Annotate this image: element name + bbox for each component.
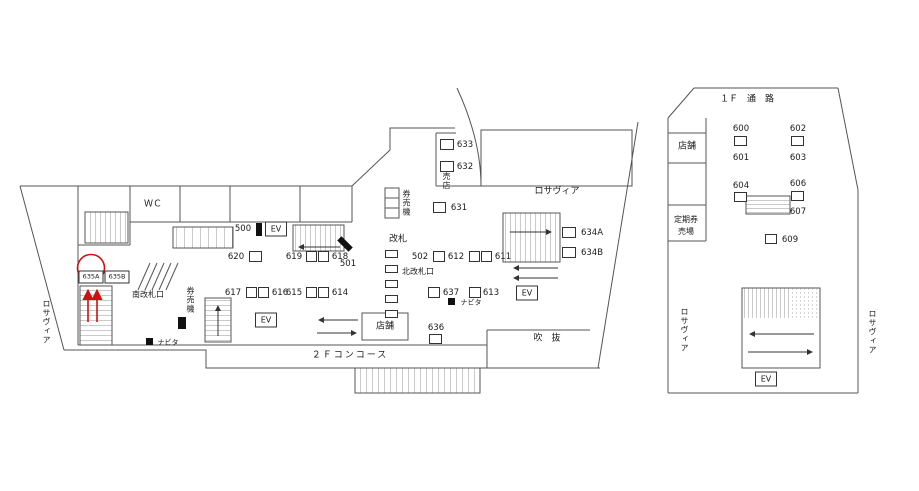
num-618: 618 bbox=[331, 251, 349, 262]
ticket-machines-north-label: 券売機 bbox=[402, 189, 411, 217]
wc-label: ＷＣ bbox=[143, 199, 163, 210]
num-634A: 634A bbox=[580, 227, 604, 238]
ad-box-637 bbox=[428, 287, 440, 298]
ad-box-631 bbox=[433, 202, 446, 213]
num-602: 602 bbox=[789, 123, 807, 134]
ad-box-609 bbox=[765, 234, 777, 244]
num-632: 632 bbox=[456, 161, 474, 172]
num-637: 637 bbox=[442, 287, 460, 298]
ad-box-604 bbox=[734, 192, 747, 202]
navita-south-marker bbox=[146, 338, 153, 345]
num-620: 620 bbox=[227, 251, 245, 262]
navita-north-marker bbox=[448, 298, 455, 305]
num-633: 633 bbox=[456, 139, 474, 150]
atrium-label: 吹 抜 bbox=[533, 333, 561, 344]
num-612: 612 bbox=[447, 251, 465, 262]
shop-main-label: 店舗 bbox=[375, 321, 395, 332]
ad-box-500-black bbox=[256, 223, 262, 236]
num-601: 601 bbox=[732, 152, 750, 163]
south-gate-hatch bbox=[137, 262, 179, 291]
num-607: 607 bbox=[789, 206, 807, 217]
gate-box-1 bbox=[385, 250, 398, 258]
shop-right-label: 店舗 bbox=[677, 141, 697, 152]
num-609: 609 bbox=[781, 234, 799, 245]
num-611: 611 bbox=[494, 251, 512, 262]
num-631: 631 bbox=[450, 202, 468, 213]
num-600: 600 bbox=[732, 123, 750, 134]
rosavia-top-label: ロサヴィア bbox=[534, 186, 580, 197]
rosavia-right-outer-label: ロサヴィア bbox=[868, 309, 877, 355]
ad-box-612 bbox=[469, 251, 480, 262]
stairs-left-635 bbox=[79, 285, 113, 346]
num-635B: 635B bbox=[104, 270, 130, 284]
kaisatsu-label: 改札 bbox=[388, 234, 408, 245]
rosavia-left-label: ロサヴィア bbox=[42, 299, 51, 345]
stairs-1f-treads bbox=[742, 288, 792, 318]
stairs-1f-treads-dashed bbox=[792, 288, 820, 318]
ad-box-619 bbox=[306, 251, 317, 262]
gate-box-3 bbox=[385, 280, 398, 288]
direction-arrows bbox=[215, 229, 814, 355]
ad-panel-501 bbox=[337, 236, 353, 252]
ad-box-606 bbox=[791, 191, 804, 201]
corridor-1f-label: １Ｆ 通 路 bbox=[719, 94, 775, 105]
kiosk-label: 売店 bbox=[442, 172, 451, 190]
commuter-pass-label-2: 売場 bbox=[678, 227, 694, 236]
num-502: 502 bbox=[411, 251, 429, 262]
num-619: 619 bbox=[285, 251, 303, 262]
ev-3: EV bbox=[516, 285, 538, 301]
ad-box-618 bbox=[318, 251, 329, 262]
num-616: 616 bbox=[271, 287, 289, 298]
ad-box-632 bbox=[440, 161, 454, 172]
num-617: 617 bbox=[224, 287, 242, 298]
stairs-top-left bbox=[84, 211, 129, 244]
escalator-1f bbox=[745, 195, 791, 215]
rosavia-right-inner-label: ロサヴィア bbox=[680, 307, 689, 353]
gate-box-4 bbox=[385, 295, 398, 303]
num-615: 615 bbox=[285, 287, 303, 298]
ad-box-620 bbox=[249, 251, 262, 262]
stairs-bottom bbox=[354, 367, 481, 394]
num-500: 500 bbox=[234, 223, 252, 234]
ad-box-502 bbox=[433, 251, 445, 262]
ad-box-615 bbox=[306, 287, 317, 298]
gate-box-2 bbox=[385, 265, 398, 273]
machine-row bbox=[172, 226, 234, 249]
concourse-2f-label: ２Ｆコンコース bbox=[311, 350, 389, 361]
commuter-pass-label-1: 定期券 bbox=[674, 215, 698, 224]
ad-box-613 bbox=[469, 287, 481, 298]
ad-box-633 bbox=[440, 139, 454, 150]
north-gate-label: 北改札口 bbox=[402, 267, 434, 276]
ev-1: EV bbox=[265, 221, 287, 237]
ad-box-617 bbox=[246, 287, 257, 298]
navita-north-label: ナビタ bbox=[460, 298, 482, 307]
ev-2: EV bbox=[255, 312, 277, 328]
ad-box-611 bbox=[481, 251, 492, 262]
num-501: 501 bbox=[339, 258, 357, 269]
num-606: 606 bbox=[789, 178, 807, 189]
navita-south-label: ナビタ bbox=[157, 338, 179, 347]
ticket-machines-south-label: 券売機 bbox=[186, 286, 195, 314]
ad-box-634B bbox=[562, 247, 576, 258]
ad-box-636 bbox=[429, 334, 442, 344]
num-604: 604 bbox=[732, 180, 750, 191]
num-634B: 634B bbox=[580, 247, 604, 258]
num-636: 636 bbox=[427, 322, 445, 333]
ad-box-600 bbox=[734, 136, 747, 146]
ad-box-614 bbox=[318, 287, 329, 298]
ad-box-602 bbox=[791, 136, 804, 146]
ev-4: EV bbox=[755, 371, 777, 387]
gate-box-5 bbox=[385, 310, 398, 318]
ad-box-616 bbox=[258, 287, 269, 298]
num-635A: 635A bbox=[78, 270, 104, 284]
ad-box-634A bbox=[562, 227, 576, 238]
num-613: 613 bbox=[482, 287, 500, 298]
walls bbox=[19, 87, 859, 394]
south-gate-label: 南改札口 bbox=[132, 290, 164, 299]
stairs-east bbox=[502, 212, 561, 263]
num-603: 603 bbox=[789, 152, 807, 163]
num-614: 614 bbox=[331, 287, 349, 298]
ticket-machine-south-marker bbox=[178, 317, 186, 329]
